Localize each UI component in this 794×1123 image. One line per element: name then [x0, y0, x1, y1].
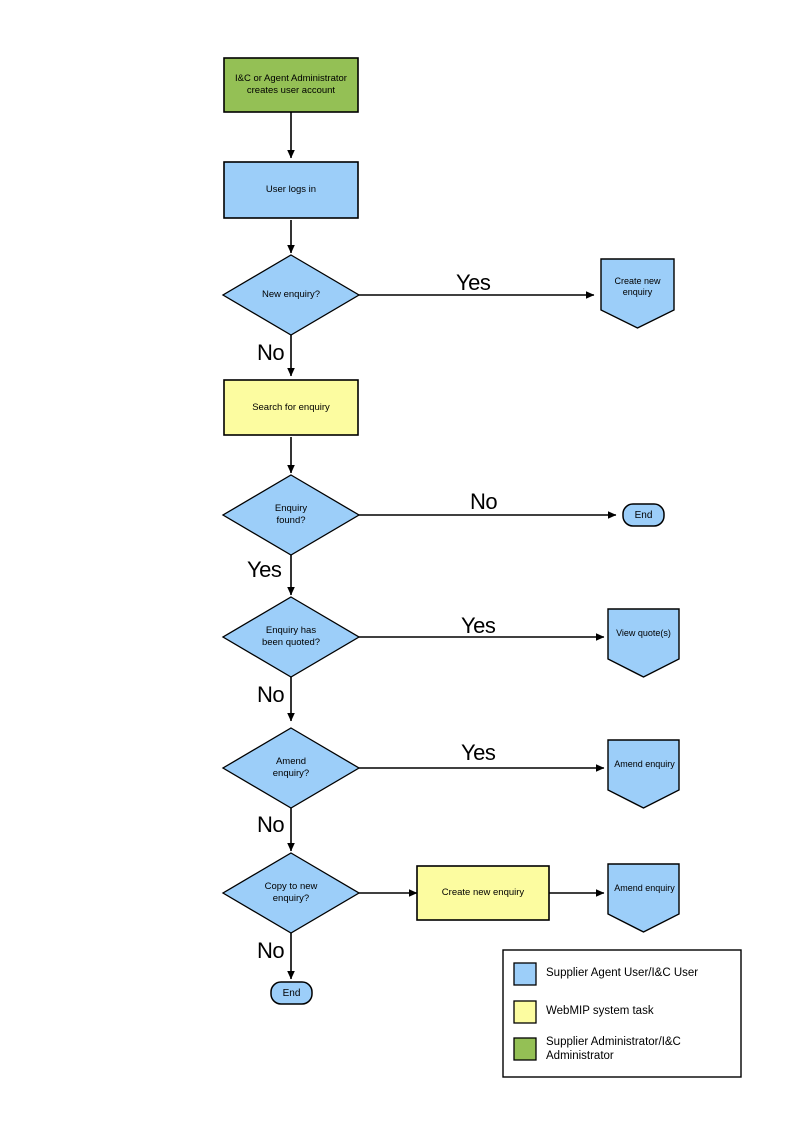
edge-label-yes-amend-enquiry: Yes [461, 740, 496, 765]
node-search-for-enquiry[interactable] [223, 379, 359, 436]
node-view-quotes[interactable] [607, 608, 680, 678]
edge-label-no-new-enquiry: No [257, 340, 285, 365]
node-label-end-terminator-bottom: End [282, 987, 301, 999]
node-label-end-terminator-top: End [634, 509, 653, 521]
node-user-logs-in[interactable] [223, 161, 359, 219]
node-copy-to-new-enquiry-decision[interactable] [221, 852, 361, 934]
edge-label-no-amend-enquiry: No [257, 812, 285, 837]
node-end-terminator-top[interactable] [622, 503, 665, 527]
node-create-new-enquiry-bottom[interactable] [416, 865, 550, 921]
legend-label-supplier-agent-user: Supplier Agent User/I&C User [546, 967, 699, 979]
node-new-enquiry-decision[interactable] [221, 254, 361, 336]
legend-swatch-blue [513, 962, 537, 986]
edge-label-no-enquiry-quoted: No [257, 682, 285, 707]
edge-label-yes-new-enquiry: Yes [456, 270, 491, 295]
edge-label-yes-enquiry-quoted: Yes [461, 613, 496, 638]
legend-swatch-green [513, 1037, 537, 1061]
edge-label-no-enquiry-found: No [470, 489, 498, 514]
legend-box [502, 949, 742, 1078]
node-amend-enquiry-decision[interactable] [221, 727, 361, 809]
legend-swatch-yellow [513, 1000, 537, 1024]
edge-label-no-copy-to-new: No [257, 938, 285, 963]
node-admin-creates-account[interactable] [223, 57, 359, 113]
node-end-terminator-bottom[interactable] [270, 981, 313, 1005]
node-create-new-enquiry-top[interactable] [600, 258, 675, 329]
node-enquiry-found-decision[interactable] [221, 474, 361, 556]
legend-label-supplier-administrator: Supplier Administrator/I&C Administrator [546, 1036, 681, 1063]
node-amend-enquiry-action-top[interactable] [607, 739, 680, 809]
edge-label-yes-enquiry-found: Yes [247, 557, 282, 582]
connector-group [287, 112, 617, 980]
node-amend-enquiry-action-bottom[interactable] [607, 863, 680, 933]
legend-label-webmip-system-task: WebMIP system task [546, 1005, 654, 1017]
node-enquiry-quoted-decision[interactable] [221, 596, 361, 678]
